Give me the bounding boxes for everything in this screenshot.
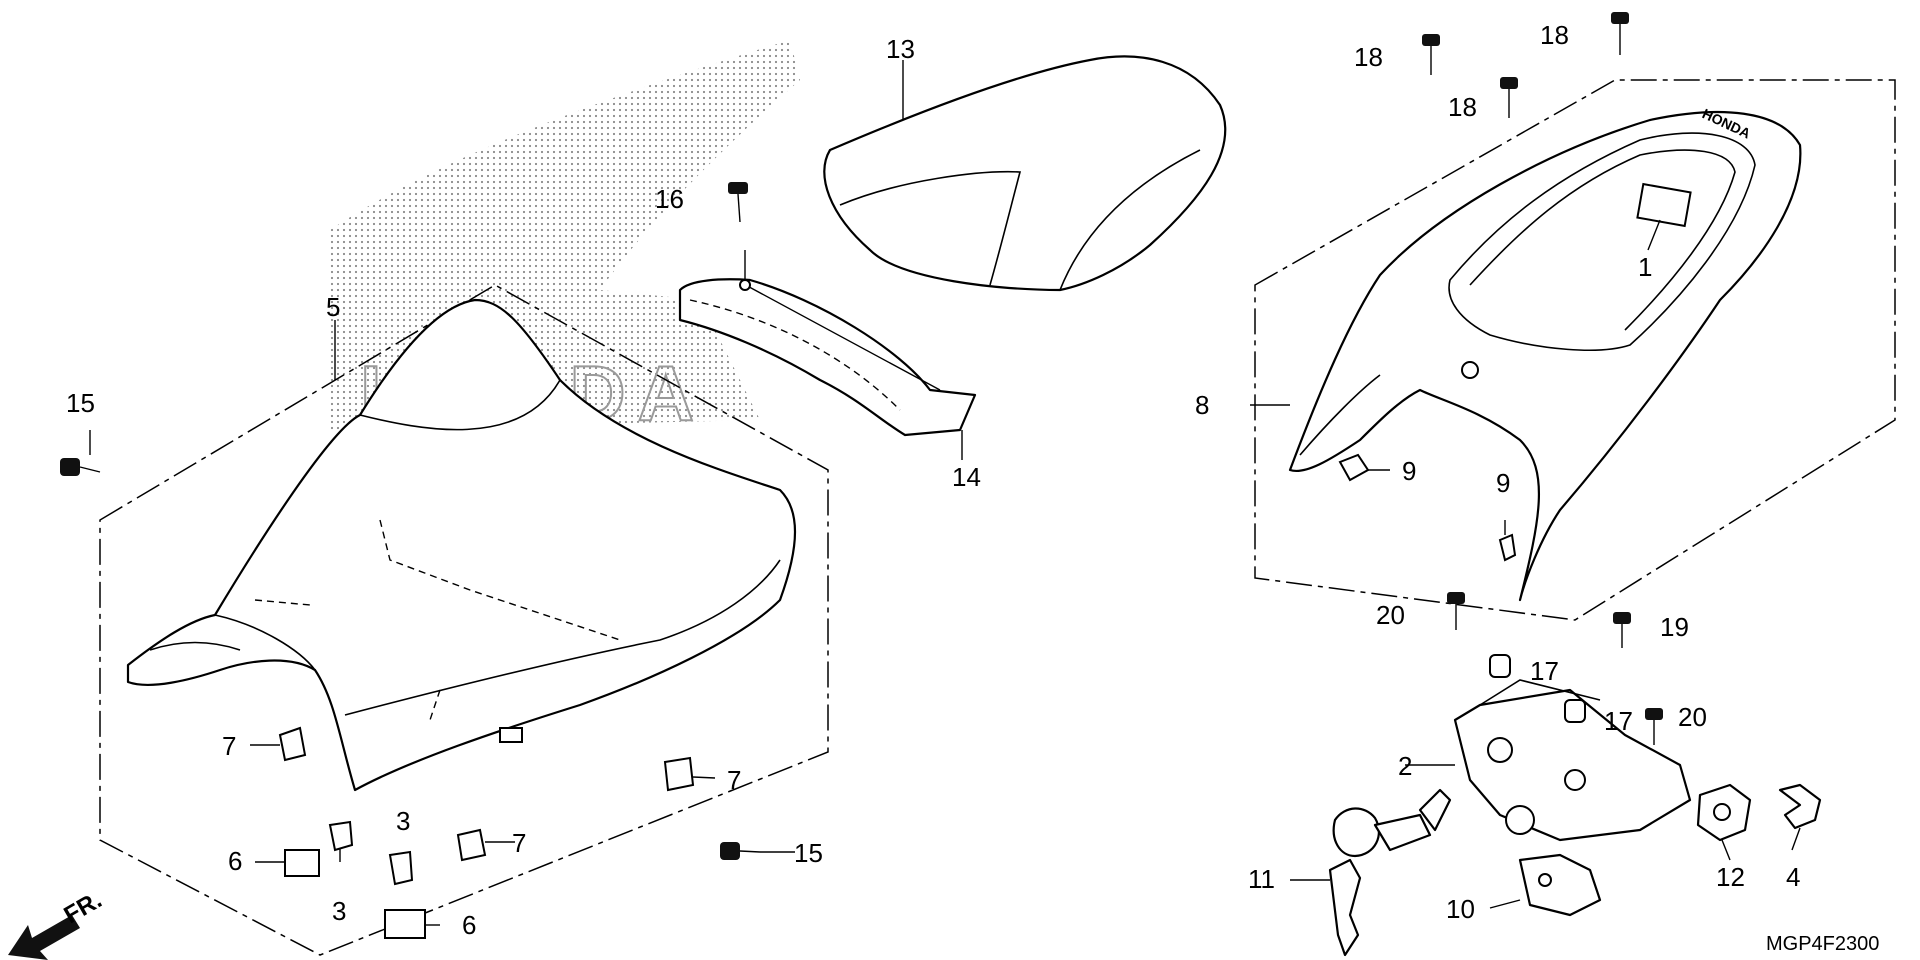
callout-3b: 3 [332, 896, 346, 926]
callout-20a: 20 [1376, 600, 1405, 630]
key-cylinder [1328, 788, 1452, 957]
callout-7b: 7 [727, 765, 741, 795]
seat-lock-bracket [1453, 679, 1692, 842]
callout-5: 5 [326, 292, 340, 322]
callouts: 13 16 14 5 15 15 7 7 7 3 3 6 6 18 18 18 … [66, 20, 1800, 940]
callout-6b: 6 [462, 910, 476, 940]
rider-seat-group-outline [99, 284, 829, 956]
callout-3a: 3 [396, 806, 410, 836]
seat-cowl: HONDA [1288, 105, 1802, 602]
hardware [60, 12, 1663, 939]
seat-lock-cable [1518, 853, 1602, 917]
grab-strap [678, 250, 977, 437]
callout-8: 8 [1195, 390, 1209, 420]
callout-6a: 6 [228, 846, 242, 876]
callout-20b: 20 [1678, 702, 1707, 732]
callout-19: 19 [1660, 612, 1689, 642]
callout-14: 14 [952, 462, 981, 492]
callout-11: 11 [1248, 864, 1275, 894]
drawing-code: MGP4F2300 [1766, 933, 1879, 955]
callout-15b: 15 [794, 838, 823, 868]
callout-18c: 18 [1540, 20, 1569, 50]
callout-7a: 7 [222, 731, 236, 761]
callout-17a: 17 [1530, 656, 1559, 686]
callout-13: 13 [886, 34, 915, 64]
seat-cowl-group-outline [1254, 79, 1896, 621]
callout-17b: 17 [1604, 706, 1633, 736]
callout-4: 4 [1786, 862, 1800, 892]
callout-9a: 9 [1402, 456, 1416, 486]
spring-clip [1778, 783, 1822, 830]
front-direction-arrow: FR. [8, 886, 106, 960]
callout-7c: 7 [512, 828, 526, 858]
callout-16: 16 [655, 184, 684, 214]
callout-9b: 9 [1496, 468, 1510, 498]
callout-15a: 15 [66, 388, 95, 418]
leader-lines [89, 60, 1801, 926]
callout-12: 12 [1716, 862, 1745, 892]
callout-2: 2 [1398, 751, 1412, 781]
callout-10: 10 [1446, 894, 1475, 924]
callout-18a: 18 [1354, 42, 1383, 72]
rider-seat [126, 298, 797, 792]
callout-1: 1 [1638, 252, 1652, 282]
callout-18b: 18 [1448, 92, 1477, 122]
pillion-seat [823, 55, 1227, 292]
latch-clip [1696, 783, 1752, 842]
